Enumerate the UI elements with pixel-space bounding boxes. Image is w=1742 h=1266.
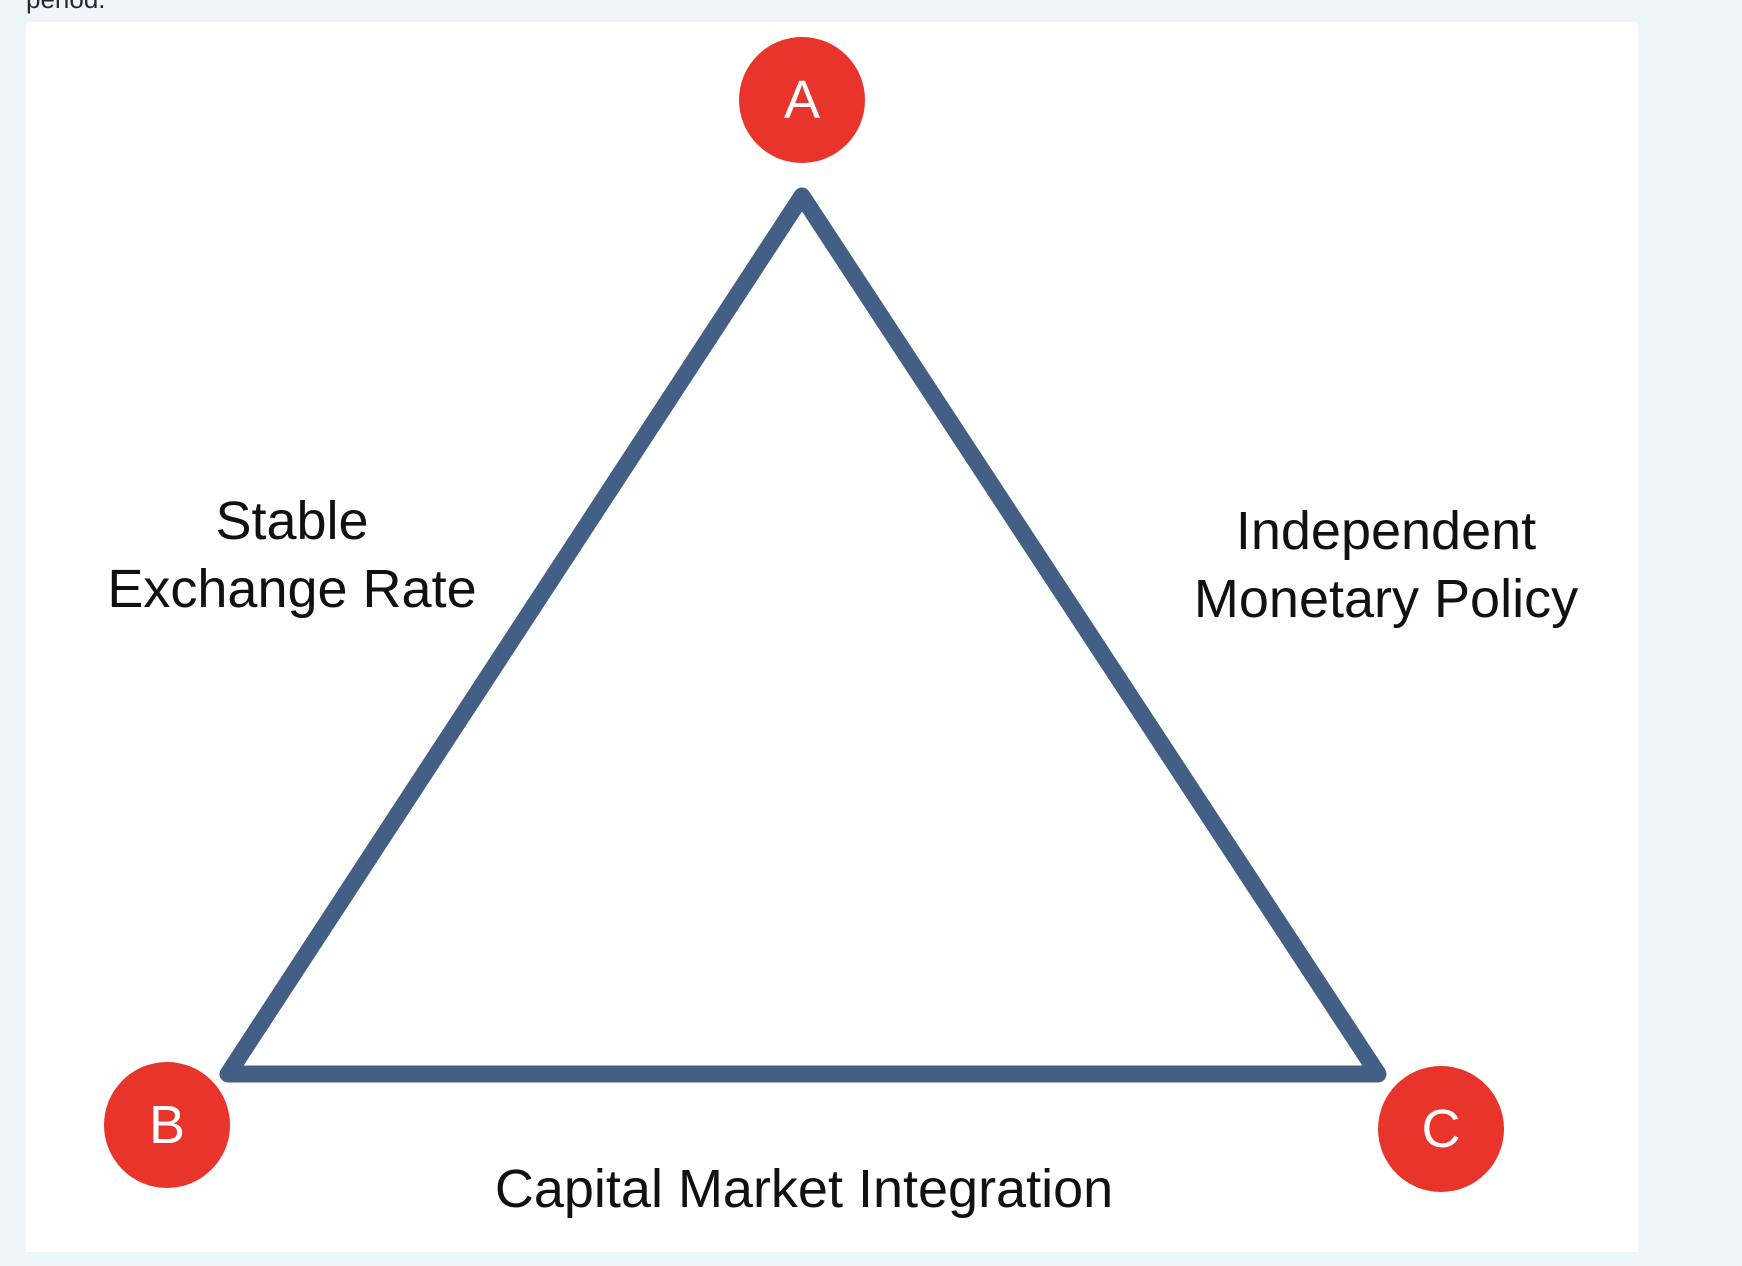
right-edge-label-line-2: Monetary Policy	[1193, 568, 1579, 629]
node-c-circle	[1378, 1066, 1504, 1192]
node-c: C	[1378, 1066, 1504, 1192]
triangle	[219, 187, 1387, 1083]
right-edge-label: Independent Monetary Policy	[1176, 498, 1596, 633]
impossible-trinity-diagram: A B C	[104, 37, 1504, 1192]
left-edge-label: Stable Exchange Rate	[92, 488, 492, 623]
bottom-edge-label: Capital Market Integration	[494, 1159, 1114, 1219]
left-edge-label-line-1: Stable	[215, 491, 369, 551]
node-a: A	[739, 37, 865, 163]
left-edge-label-line-2: Exchange Rate	[107, 558, 477, 619]
node-b-circle	[104, 1062, 230, 1188]
node-c-label: C	[1422, 1099, 1461, 1159]
node-a-circle	[739, 37, 865, 163]
top-text: period.	[26, 0, 106, 12]
node-b-label: B	[149, 1095, 185, 1155]
right-edge-label-line-1: Independent	[1235, 501, 1537, 561]
diagram-panel: A B C Stable Exchange Rate Independent M…	[26, 22, 1638, 1252]
node-a-label: A	[784, 70, 820, 130]
node-b: B	[104, 1062, 230, 1188]
